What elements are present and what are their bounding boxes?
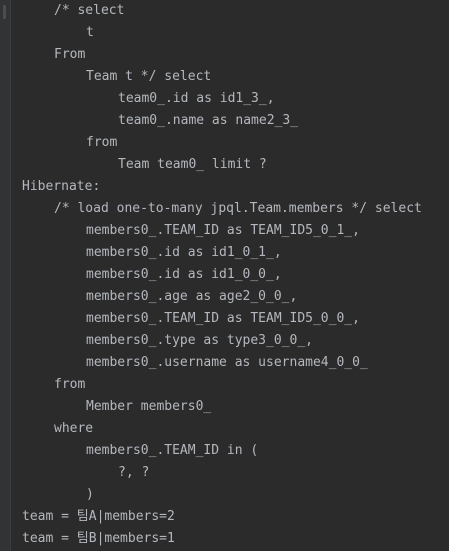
console-line: From [54, 47, 86, 62]
console-line: ) [86, 487, 94, 502]
console-line: ?, ? [118, 465, 150, 480]
console-line: from [54, 377, 86, 392]
console-line: team0_.id as id1_3_, [118, 91, 275, 106]
console-line: team0_.name as name2_3_ [118, 113, 299, 128]
console-line: Team t */ select [86, 69, 212, 84]
console-line: members0_.type as type3_0_0_, [86, 333, 313, 348]
gutter-marker [3, 5, 6, 19]
console-line: t [86, 25, 94, 40]
console-line: Team team0_ limit ? [118, 157, 267, 172]
console-line: members0_.TEAM_ID in ( [86, 443, 259, 458]
console-line: members0_.TEAM_ID as TEAM_ID5_0_0_, [86, 311, 360, 326]
console-line: from [86, 135, 118, 150]
console-line: Hibernate: [22, 179, 101, 194]
console-line: team = 팀B|members=1 [22, 531, 175, 546]
console-line: members0_.TEAM_ID as TEAM_ID5_0_1_, [86, 223, 360, 238]
console-line: members0_.id as id1_0_1_, [86, 245, 282, 260]
console-line: members0_.id as id1_0_0_, [86, 267, 282, 282]
gutter [0, 0, 11, 551]
console-line: members0_.age as age2_0_0_, [86, 289, 298, 304]
console-line: Member members0_ [86, 399, 212, 414]
console-line: /* select [54, 3, 125, 18]
console-line: /* load one-to-many jpql.Team.members */… [54, 201, 422, 216]
console-line: where [54, 421, 94, 436]
console-line: team = 팀A|members=2 [22, 509, 175, 524]
console-line: members0_.username as username4_0_0_ [86, 355, 368, 370]
